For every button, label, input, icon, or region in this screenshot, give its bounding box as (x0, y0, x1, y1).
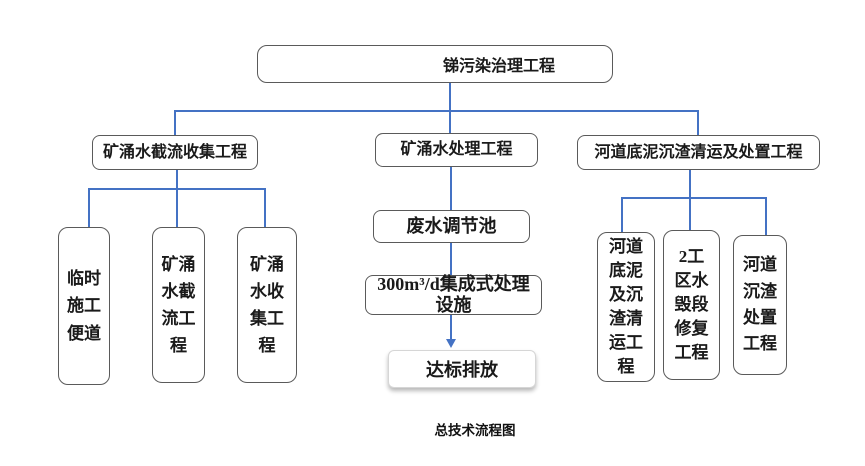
node-mine-water-interception: 矿涌水截流工程 (152, 227, 205, 383)
treatment-facility-line2: 设施 (435, 295, 472, 315)
connector-middle-1 (450, 167, 452, 210)
connector-right-horizontal (621, 197, 767, 199)
connector-right-header-down (689, 170, 691, 198)
branch-header-right: 河道底泥沉渣清运及处置工程 (577, 135, 820, 170)
connector-left-drop-2 (176, 188, 178, 227)
connector-right-drop-3 (765, 197, 767, 235)
node-wastewater-regulating-pool: 废水调节池 (373, 210, 530, 243)
diagram-caption: 总技术流程图 (434, 423, 516, 438)
connector-left-header-down (176, 170, 178, 189)
branch-header-left: 矿涌水截流收集工程 (92, 135, 258, 170)
down-arrow-icon (446, 339, 456, 348)
node-mine-water-collection: 矿涌水收集工程 (237, 227, 297, 383)
connector-level1-horizontal (174, 110, 699, 112)
connector-drop-right (697, 110, 699, 135)
connector-middle-2 (450, 243, 452, 275)
connector-right-drop-1 (621, 197, 623, 232)
node-sediment-removal: 河道底泥及沉渣清运工程 (597, 232, 655, 382)
node-flood-damage-repair: 2工区水毁段修复工程 (663, 230, 720, 380)
connector-root-down (449, 83, 451, 133)
root-node: 锑污染治理工程 (257, 45, 613, 83)
connector-drop-left (174, 110, 176, 135)
branch-header-middle: 矿涌水处理工程 (375, 133, 538, 167)
node-discharge-standard: 达标排放 (388, 350, 536, 388)
connector-left-drop-3 (264, 188, 266, 227)
treatment-facility-line1: 300m³/d集成式处理 (377, 274, 530, 295)
connector-left-drop-1 (88, 188, 90, 227)
node-integrated-treatment-facility: 300m³/d集成式处理 设施 (365, 274, 542, 315)
node-temporary-road: 临时施工便道 (58, 227, 110, 385)
node-sludge-disposal: 河道沉渣处置工程 (733, 235, 787, 375)
connector-middle-arrow-shaft (450, 315, 452, 340)
connector-right-drop-2 (689, 197, 691, 230)
